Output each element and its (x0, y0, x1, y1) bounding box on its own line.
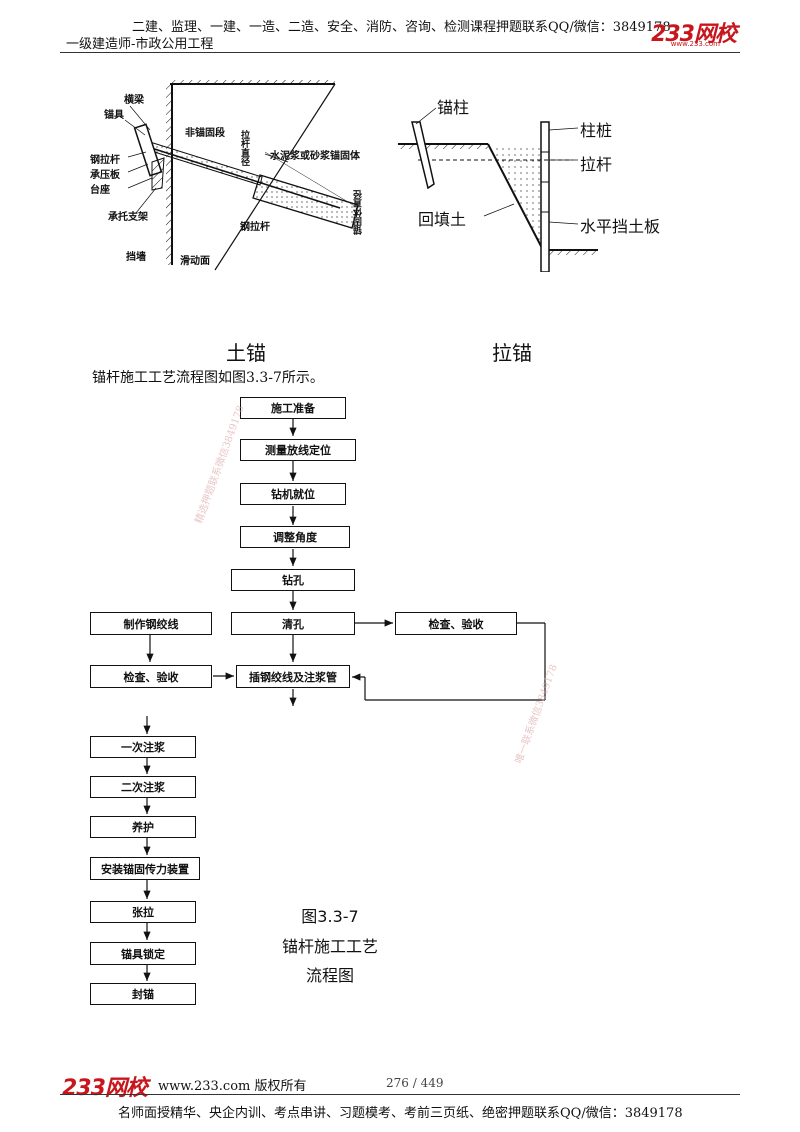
label-fei-mao: 非锚固段 (185, 128, 225, 139)
label-maozhu: 锚柱 (437, 98, 470, 117)
label-hengliang: 横梁 (124, 95, 144, 106)
flow-step-drill: 钻孔 (231, 569, 355, 591)
header-contact-line: 二建、监理、一建、一造、二造、安全、消防、咨询、检测课程押题联系QQ/微信：38… (132, 20, 671, 35)
flow-step-seal: 封锚 (90, 983, 196, 1005)
label-taizuo: 台座 (90, 185, 110, 196)
tie-anchor-diagram (398, 107, 598, 272)
flow-step-install-anchorage: 安装锚固传力装置 (90, 857, 200, 880)
flow-step-survey: 测量放线定位 (240, 439, 356, 461)
caption-tie-anchor: 拉锚 (492, 341, 532, 365)
flow-step-rig-position: 钻机就位 (240, 483, 346, 505)
flow-step-prepare: 施工准备 (240, 397, 346, 419)
flow-step-grout-2: 二次注浆 (90, 776, 196, 798)
flow-step-tension: 张拉 (90, 901, 196, 923)
label-chengyaban: 承压板 (90, 170, 120, 181)
label-zhuzhuang: 柱桩 (580, 121, 613, 140)
figure-title-2: 流程图 (305, 966, 354, 985)
label-gang-lagan-2: 钢拉杆 (240, 222, 270, 233)
brand-logo-bottom: 233网校 (62, 1076, 148, 1101)
soil-anchor-diagram (124, 80, 359, 271)
page-number: 276 / 449 (386, 1076, 444, 1090)
footer-rule (60, 1094, 740, 1095)
label-lagan: 拉杆 (580, 155, 613, 174)
flow-step-inspect-right: 检查、验收 (395, 612, 517, 635)
label-huadongmian: 滑动面 (180, 256, 210, 267)
intro-text: 锚杆施工工艺流程图如图3.3-7所示。 (92, 370, 324, 386)
label-dangqiang: 挡墙 (126, 252, 146, 263)
flow-step-adjust-angle: 调整角度 (240, 526, 350, 548)
label-lagan-zhijing: 拉杆直径 (239, 130, 249, 166)
flow-step-inspect-left: 检查、验收 (90, 665, 212, 688)
brand-logo-url: www.233.com (670, 40, 720, 48)
caption-soil-anchor: 土锚 (226, 341, 266, 365)
flow-step-clean-hole: 清孔 (231, 612, 355, 635)
label-shuiping: 水平挡土板 (580, 217, 661, 236)
label-shuini: 水泥浆或砂浆锚固体 (270, 151, 360, 162)
label-gang-lagan: 钢拉杆 (90, 155, 120, 166)
flow-step-insert-strand: 插钢绞线及注浆管 (236, 665, 350, 688)
figure-title: 锚杆施工工艺 (281, 937, 378, 956)
figure-number: 图3.3-7 (301, 907, 359, 926)
header-subject: 一级建造师-市政公用工程 (66, 37, 214, 52)
header-rule (60, 52, 740, 53)
flow-step-make-strand: 制作钢绞线 (90, 612, 212, 635)
label-huitiantu: 回填土 (418, 210, 467, 229)
brand-logo-top: 233网校 (651, 22, 737, 47)
flow-step-cure: 养护 (90, 816, 196, 838)
flow-step-grout-1: 一次注浆 (90, 736, 196, 758)
label-chengtuo: 承托支架 (108, 212, 148, 223)
footer-site: www.233.com 版权所有 (158, 1079, 307, 1094)
label-maoju: 锚具 (104, 110, 124, 121)
flow-step-lock: 锚具锁定 (90, 942, 196, 965)
footer-contact-line: 名师面授精华、央企内训、考点串讲、习题模考、考前三页纸、绝密押题联系QQ/微信：… (118, 1106, 683, 1121)
